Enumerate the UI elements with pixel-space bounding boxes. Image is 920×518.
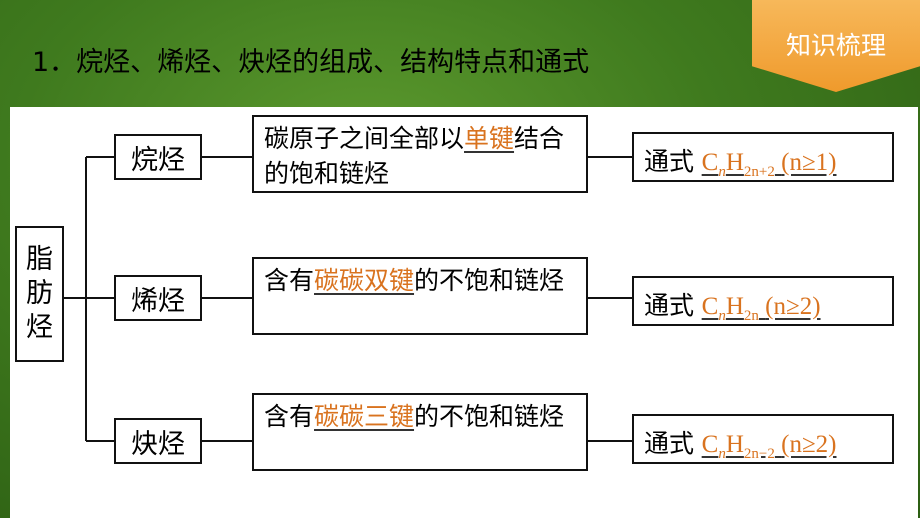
general-formula: CnH2n (n≥2): [701, 293, 821, 324]
general-formula: CnH2n+2 (n≥1): [701, 149, 837, 180]
answer-blank: 碳碳三键: [314, 402, 415, 431]
description-node-alkyne: 含有碳碳三键的不饱和链烃: [252, 393, 588, 471]
formula-node-alkyne: 通式 CnH2n−2 (n≥2): [632, 414, 894, 464]
formula-label: 通式: [644, 429, 695, 458]
description-text: 含有: [264, 402, 315, 431]
root-node: 脂肪烃: [15, 226, 64, 362]
formula-node-alkene: 通式 CnH2n (n≥2): [632, 276, 894, 326]
general-formula: CnH2n−2 (n≥2): [701, 431, 837, 462]
slide-heading: 1．烷烃、烯烃、炔烃的组成、结构特点和通式: [32, 47, 590, 78]
category-node-alkene: 烯烃: [114, 275, 202, 321]
description-node-alkene: 含有碳碳双键的不饱和链烃: [252, 257, 588, 335]
description-text: 碳原子之间全部以: [264, 124, 465, 153]
description-text: 结合的饱和链烃: [264, 124, 565, 188]
formula-label: 通式: [644, 147, 695, 176]
formula-node-alkane: 通式 CnH2n+2 (n≥1): [632, 132, 894, 182]
answer-blank: 碳碳双键: [314, 266, 415, 295]
category-node-alkyne: 炔烃: [114, 418, 202, 464]
description-node-alkane: 碳原子之间全部以单键结合的饱和链烃: [252, 115, 588, 193]
formula-label: 通式: [644, 291, 695, 320]
category-node-alkane: 烷烃: [114, 134, 202, 180]
answer-blank: 单键: [464, 124, 515, 153]
description-text: 的不饱和链烃: [414, 402, 565, 431]
description-text: 的不饱和链烃: [414, 266, 565, 295]
description-text: 含有: [264, 266, 315, 295]
